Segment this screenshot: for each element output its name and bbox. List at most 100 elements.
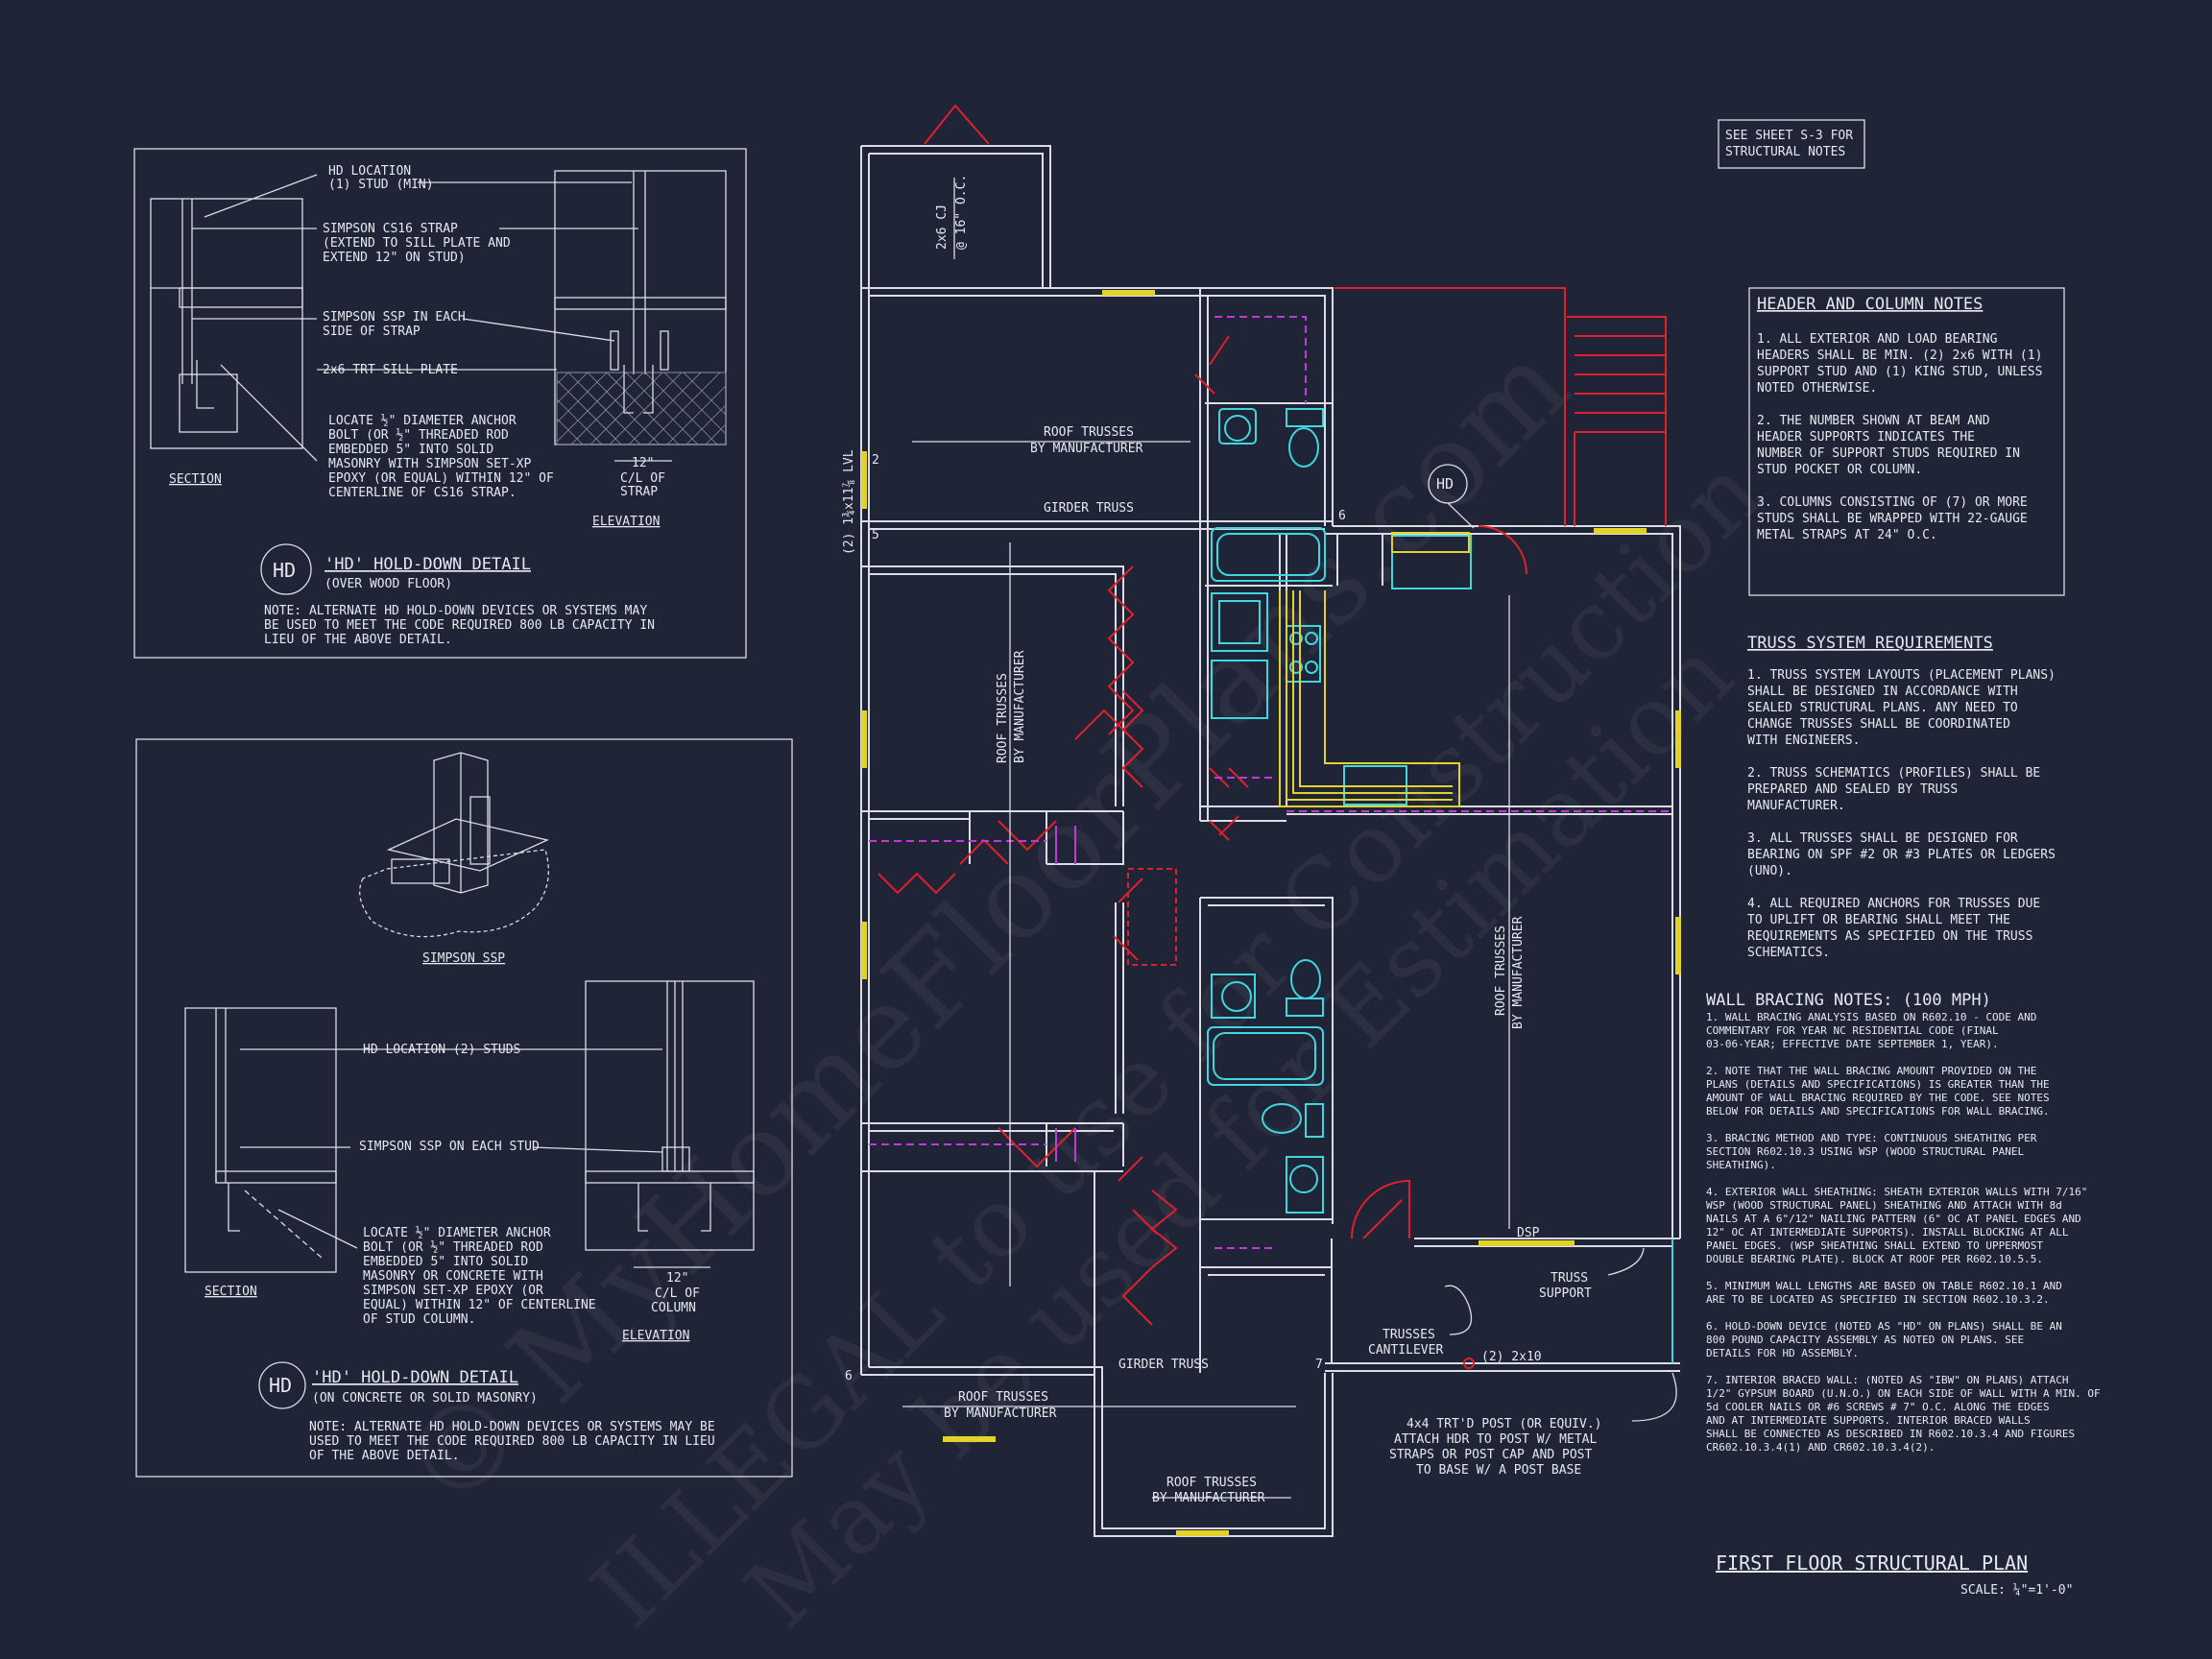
- truss-req-line-3: CHANGE TRUSSES SHALL BE COORDINATED: [1747, 717, 2010, 732]
- wb-line-5: PLANS (DETAILS AND SPECIFICATIONS) IS GR…: [1706, 1078, 2050, 1091]
- cl-of-label: C/L OF: [620, 471, 665, 486]
- truss-req-line-0: 1. TRUSS SYSTEM LAYOUTS (PLACEMENT PLANS…: [1747, 668, 2056, 683]
- hd-bubble: HD: [273, 559, 296, 582]
- by-manufacturer-5: BY MANUFACTURER: [1152, 1491, 1265, 1505]
- truss-req-line-7: PREPARED AND SEALED BY TRUSS: [1747, 782, 1958, 797]
- wb-line-23: 6. HOLD-DOWN DEVICE (NOTED AS "HD" ON PL…: [1706, 1320, 2062, 1333]
- anchor-7: OF STUD COLUMN.: [363, 1312, 475, 1327]
- detail-subtitle: (ON CONCRETE OR SOLID MASONRY): [312, 1391, 538, 1406]
- marker-2: 2: [872, 453, 879, 468]
- callout-hd-location: HD LOCATION: [328, 164, 411, 179]
- hd-detail-concrete: SIMPSON SSP HD LOCATION (2) STUDS SIMPSO…: [135, 738, 793, 1478]
- wall-bracing-notes: WALL BRACING NOTES: (100 MPH) 1. WALL BR…: [1706, 991, 2101, 1454]
- wb-line-11: SHEATHING).: [1706, 1159, 1776, 1171]
- wb-line-24: 800 POUND CAPACITY ASSEMBLY AS NOTED ON …: [1706, 1334, 2024, 1346]
- truss-req-line-2: SEALED STRUCTURAL PLANS. ANY NEED TO: [1747, 701, 2018, 715]
- callout-anchor-1: LOCATE ½" DIAMETER ANCHOR: [328, 414, 517, 428]
- wb-line-16: 12" OC AT INTERMEDIATE SUPPORTS). INSTAL…: [1706, 1226, 2069, 1238]
- header-notes-line-6: HEADER SUPPORTS INDICATES THE: [1757, 430, 1975, 445]
- roof-trusses-3: ROOF TRUSSES: [1494, 926, 1508, 1016]
- wb-line-17: PANEL EDGES. (WSP SHEATHING SHALL EXTEND…: [1706, 1239, 2043, 1252]
- header-column-notes: HEADER AND COLUMN NOTES 1. ALL EXTERIOR …: [1748, 287, 2065, 596]
- marker-6-bottom: 6: [845, 1369, 853, 1383]
- strap-label: STRAP: [620, 485, 658, 499]
- wb-line-13: 4. EXTERIOR WALL SHEATHING: SHEATH EXTER…: [1706, 1186, 2087, 1198]
- wb-line-20: 5. MINIMUM WALL LENGTHS ARE BASED ON TAB…: [1706, 1280, 2062, 1292]
- wb-line-9: 3. BRACING METHOD AND TYPE: CONTINUOUS S…: [1706, 1132, 2037, 1144]
- dim-12: 12": [632, 456, 654, 470]
- anchor-3: EMBEDDED 5" INTO SOLID: [363, 1255, 528, 1269]
- ssp-each-callout: SIMPSON SSP ON EACH STUD: [359, 1140, 540, 1154]
- callout-sill: 2x6 TRT SILL PLATE: [323, 363, 458, 377]
- wb-line-18: DOUBLE BEARING PLATE). BLOCK AT ROOF PER…: [1706, 1253, 2043, 1265]
- section-label: SECTION: [169, 472, 222, 487]
- truss-req-line-16: REQUIREMENTS AS SPECIFIED ON THE TRUSS: [1747, 929, 2032, 944]
- wb-line-0: 1. WALL BRACING ANALYSIS BASED ON R602.1…: [1706, 1011, 2036, 1023]
- truss-req-line-4: WITH ENGINEERS.: [1747, 733, 1860, 748]
- header-notes-line-5: 2. THE NUMBER SHOWN AT BEAM AND: [1757, 414, 1990, 428]
- wall-bracing-title: WALL BRACING NOTES: (100 MPH): [1706, 991, 1991, 1010]
- wb-line-29: 5d COOLER NAILS OR #6 SCREWS # 7" O.C. A…: [1706, 1401, 2050, 1413]
- detail-title: 'HD' HOLD-DOWN DETAIL: [312, 1368, 518, 1387]
- wb-line-32: CR602.10.3.4(1) AND CR602.10.3.4(2).: [1706, 1441, 1935, 1454]
- wb-line-10: SECTION R602.10.3 USING WSP (WOOD STRUCT…: [1706, 1145, 2025, 1158]
- header-marks: [861, 290, 1681, 1536]
- roof-trusses-4: ROOF TRUSSES: [958, 1390, 1048, 1405]
- roof-trusses-5: ROOF TRUSSES: [1166, 1476, 1257, 1490]
- callout-cs16-3: EXTEND 12" ON STUD): [323, 251, 466, 265]
- hd-bubble: HD: [1436, 475, 1454, 493]
- header-notes-title: HEADER AND COLUMN NOTES: [1757, 295, 1983, 314]
- by-manufacturer-1: BY MANUFACTURER: [1030, 442, 1143, 456]
- dsp-label: DSP: [1517, 1226, 1540, 1240]
- callout-ssp-2: SIDE OF STRAP: [323, 325, 421, 339]
- by-manufacturer-3: BY MANUFACTURER: [1511, 916, 1526, 1029]
- wb-line-7: BELOW FOR DETAILS AND SPECIFICATIONS FOR…: [1706, 1105, 2050, 1118]
- see-sheet-2: STRUCTURAL NOTES: [1725, 145, 1845, 159]
- masonry-hatch: [556, 372, 727, 445]
- anchor-6: EQUAL) WITHIN 12" OF CENTERLINE: [363, 1298, 596, 1312]
- girder-truss-bottom: GIRDER TRUSS: [1118, 1358, 1209, 1372]
- header-notes-line-8: STUD POCKET OR COLUMN.: [1757, 463, 1922, 477]
- hd-bubble: HD: [269, 1374, 292, 1397]
- callout-anchor-6: CENTERLINE OF CS16 STRAP.: [328, 486, 517, 500]
- wb-line-2: 03-06-YEAR; EFFECTIVE DATE SEPTEMBER 1, …: [1706, 1038, 1999, 1050]
- wb-line-30: AND AT INTERMEDIATE SUPPORTS. INTERIOR B…: [1706, 1414, 2031, 1427]
- cj-label-1: 2x6 CJ: [935, 204, 950, 250]
- truss-req-line-11: BEARING ON SPF #2 OR #3 PLATES OR LEDGER…: [1747, 848, 2056, 862]
- header-notes-line-0: 1. ALL EXTERIOR AND LOAD BEARING: [1757, 332, 1998, 347]
- roof-trusses-2: ROOF TRUSSES: [996, 673, 1010, 763]
- callout-cs16: SIMPSON CS16 STRAP: [323, 222, 458, 236]
- anchor-4: MASONRY OR CONCRETE WITH: [363, 1269, 543, 1284]
- by-manufacturer-4: BY MANUFACTURER: [944, 1407, 1057, 1421]
- trusses-cantilever-1: TRUSSES: [1382, 1328, 1435, 1342]
- detail-note-1: NOTE: ALTERNATE HD HOLD-DOWN DEVICES OR …: [264, 604, 647, 618]
- girder-truss-top: GIRDER TRUSS: [1044, 501, 1134, 516]
- truss-req-line-14: 4. ALL REQUIRED ANCHORS FOR TRUSSES DUE: [1747, 897, 2040, 911]
- anchor-2: BOLT (OR ½" THREADED ROD: [363, 1240, 543, 1255]
- header-notes-line-10: 3. COLUMNS CONSISTING OF (7) OR MORE: [1757, 495, 2028, 510]
- post-note-3: STRAPS OR POST CAP AND POST: [1389, 1448, 1592, 1462]
- by-manufacturer-2: BY MANUFACTURER: [1013, 650, 1027, 763]
- header-notes-line-1: HEADERS SHALL BE MIN. (2) 2x6 WITH (1): [1757, 349, 2042, 363]
- detail-note-3: LIEU OF THE ABOVE DETAIL.: [264, 633, 452, 647]
- detail-note-2: BE USED TO MEET THE CODE REQUIRED 800 LB…: [264, 618, 655, 633]
- cj-label-2: @ 16" O.C.: [954, 175, 969, 250]
- wb-line-4: 2. NOTE THAT THE WALL BRACING AMOUNT PRO…: [1706, 1065, 2036, 1077]
- marker-5: 5: [872, 528, 879, 542]
- see-sheet-box: SEE SHEET S-3 FOR STRUCTURAL NOTES: [1718, 119, 1865, 169]
- wb-line-15: NAILS AT A 6"/12" NAILING PATTERN (6" OC…: [1706, 1213, 2081, 1225]
- header-notes-line-3: NOTED OTHERWISE.: [1757, 381, 1877, 396]
- title-block: FIRST FLOOR STRUCTURAL PLAN SCALE: ¼"=1'…: [1716, 1551, 2073, 1598]
- wb-line-6: AMOUNT OF WALL BRACING REQUIRED BY THE C…: [1706, 1092, 2050, 1104]
- simpson-ssp-label: SIMPSON SSP: [422, 951, 505, 966]
- truss-req-line-6: 2. TRUSS SCHEMATICS (PROFILES) SHALL BE: [1747, 766, 2040, 781]
- detail-note-3: OF THE ABOVE DETAIL.: [309, 1449, 460, 1463]
- truss-req-line-17: SCHEMATICS.: [1747, 946, 1830, 960]
- sheet-title: FIRST FLOOR STRUCTURAL PLAN: [1716, 1551, 2028, 1575]
- header-notes-line-11: STUDS SHALL BE WRAPPED WITH 22-GAUGE: [1757, 512, 2028, 526]
- wb-line-1: COMMENTARY FOR YEAR NC RESIDENTIAL CODE …: [1706, 1024, 1999, 1037]
- post-note-2: ATTACH HDR TO POST W/ METAL: [1394, 1432, 1597, 1447]
- callout-cs16-2: (EXTEND TO SILL PLATE AND: [323, 236, 511, 251]
- callout-anchor-5: EPOXY (OR EQUAL) WITHIN 12" OF: [328, 471, 554, 486]
